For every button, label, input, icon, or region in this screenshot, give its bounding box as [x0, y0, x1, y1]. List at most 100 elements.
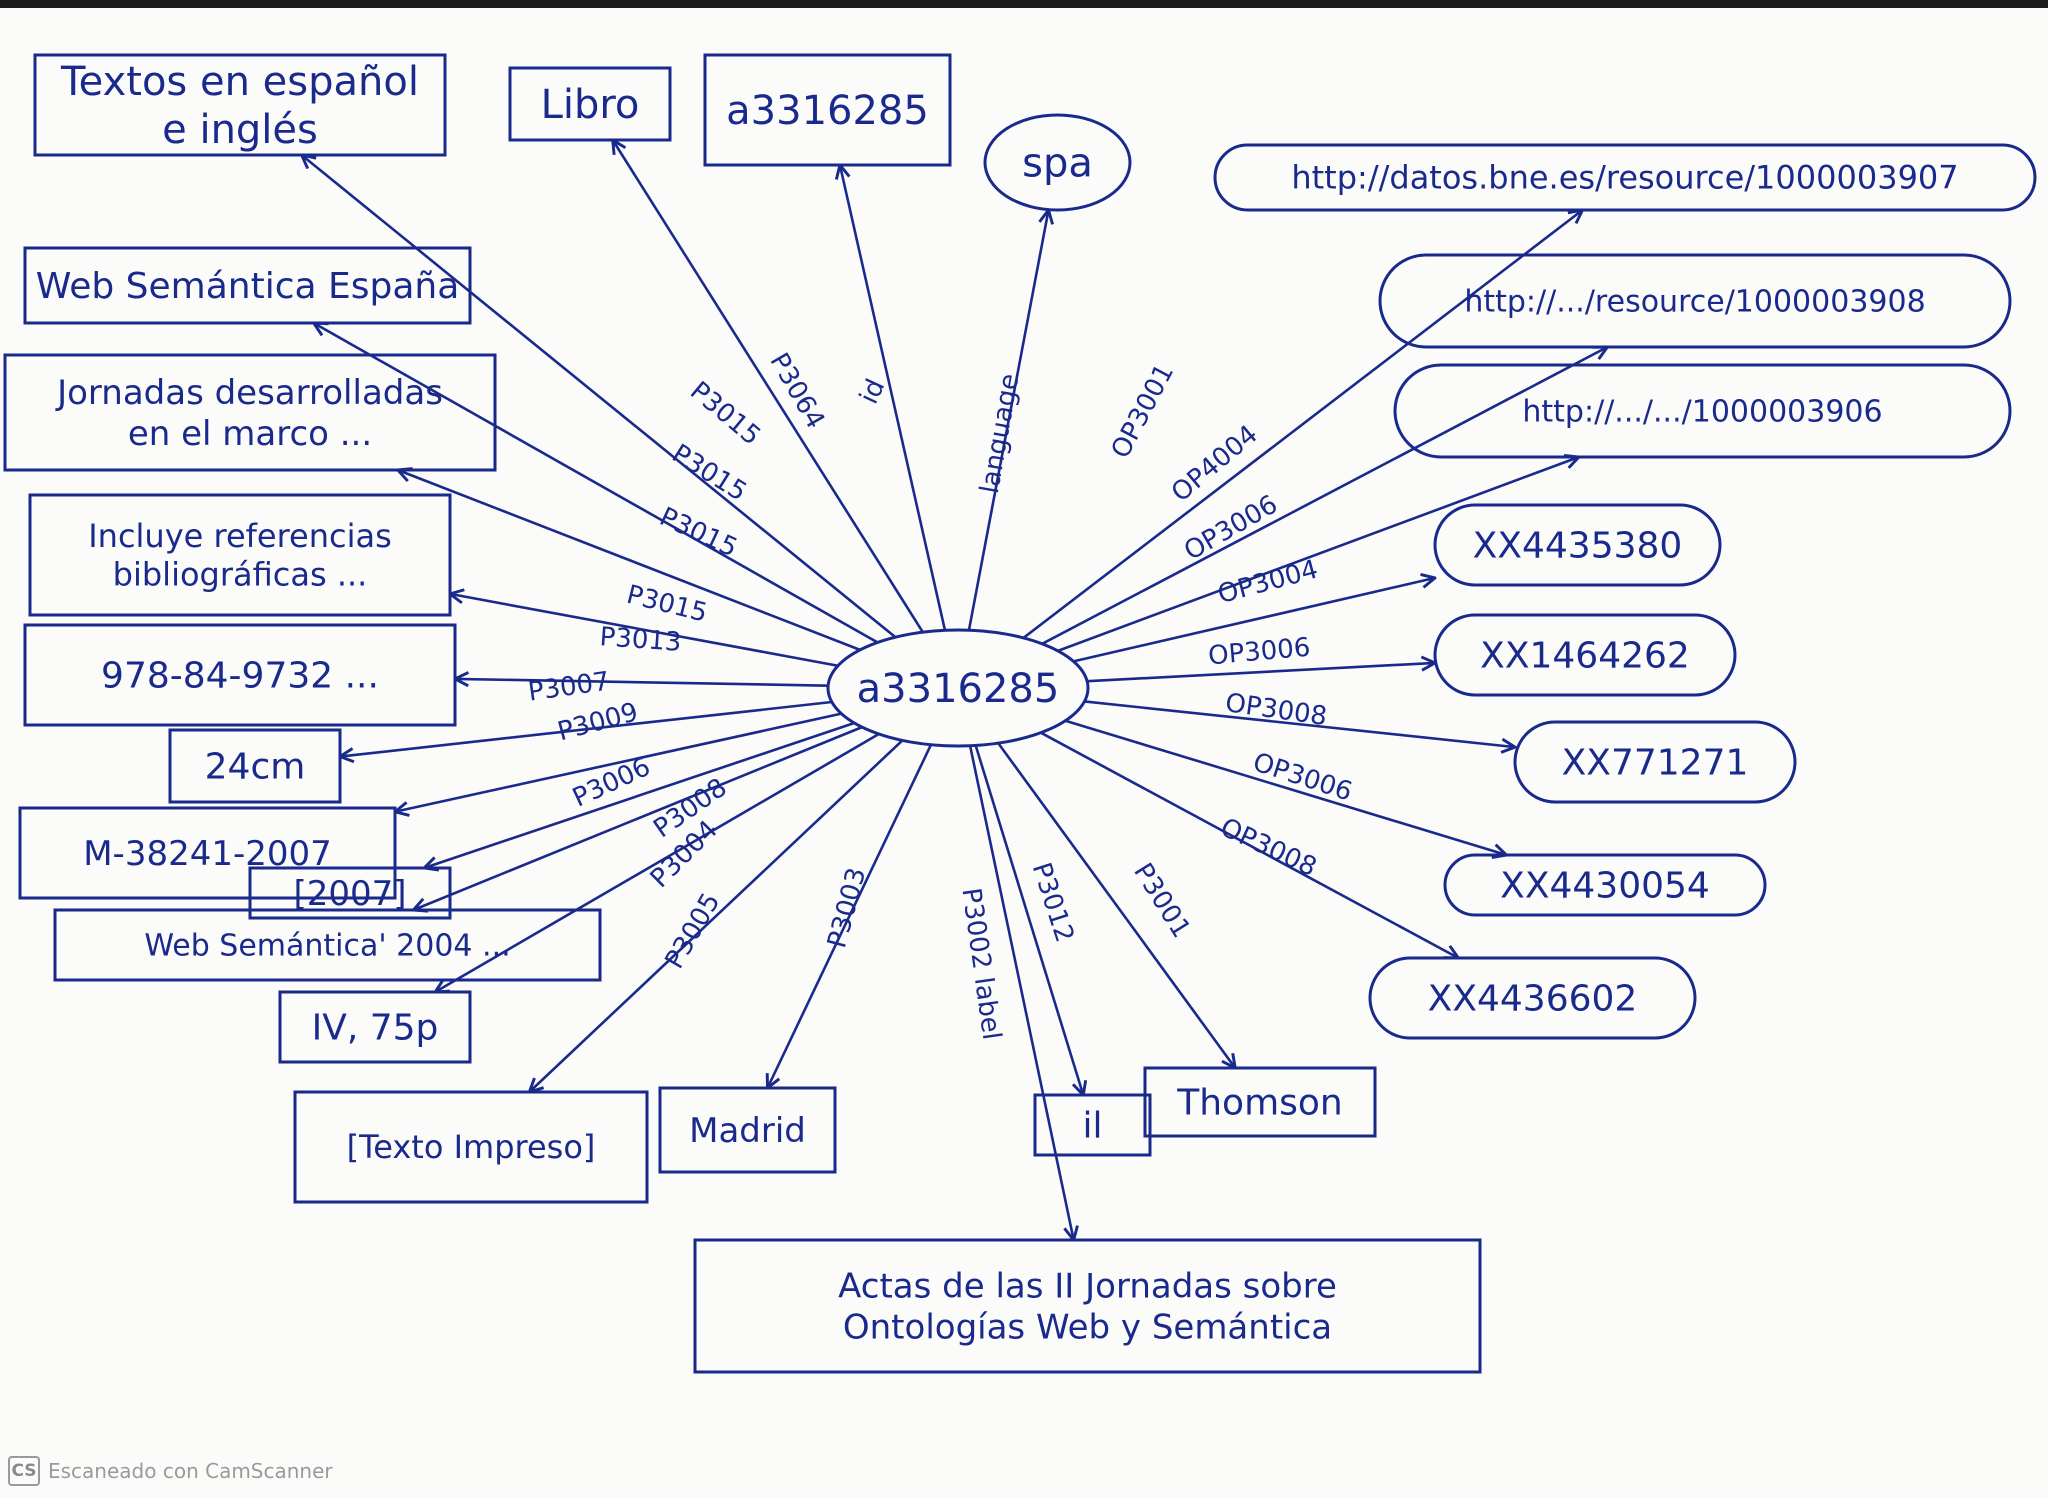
- node-libro: Libro: [508, 66, 672, 142]
- node-isbn: 978-84-9732 ...: [23, 623, 457, 727]
- node-spa: spa: [983, 113, 1132, 212]
- edge-label-a3316285-top: id: [854, 375, 891, 409]
- node-shape-xx771271: [1513, 720, 1797, 804]
- edge-label-uri-3906: OP3006: [1179, 490, 1283, 567]
- node-shape-web-2004: [53, 908, 602, 982]
- node-label-line: XX4430054: [1500, 866, 1710, 907]
- node-shape-texto-impreso: [293, 1090, 649, 1204]
- node-label-il: il: [1082, 1106, 1102, 1147]
- node-shape-uri-3906: [1393, 363, 2012, 459]
- node-shape-anio: [248, 866, 452, 920]
- edge-arrow-texto-impreso: [529, 739, 904, 1092]
- node-uri-3906: http://.../.../1000003906: [1393, 363, 2012, 459]
- node-label-dimension: 24cm: [205, 747, 306, 788]
- node-label-line: Jornadas desarrolladas: [55, 373, 443, 413]
- edge-label-xx1464262: OP3006: [1207, 633, 1312, 672]
- node-xx4430054: XX4430054: [1443, 853, 1767, 917]
- node-label-libro: Libro: [541, 82, 640, 128]
- node-label-line: Incluye referencias: [88, 517, 392, 555]
- node-shape-jornadas: [3, 353, 497, 472]
- node-xx1464262: XX1464262: [1433, 613, 1737, 697]
- edge-arrow-a3316285-top: [840, 165, 947, 631]
- node-label-line: XX771271: [1562, 743, 1749, 784]
- node-web-espana: Web Semántica España: [23, 246, 472, 325]
- edge-label-xx4436602: OP3008: [1216, 813, 1321, 883]
- node-uri-3907: http://datos.bne.es/resource/1000003907: [1213, 143, 2037, 212]
- node-label-web-espana: Web Semántica España: [36, 266, 460, 307]
- node-deposito: M-38241-2007: [18, 806, 397, 900]
- edge-arrow-il: [974, 745, 1084, 1095]
- center-node-shape: [826, 628, 1090, 748]
- edge-arrow-xx1464262: [1087, 663, 1435, 683]
- node-label-isbn: 978-84-9732 ...: [101, 656, 379, 697]
- node-label-line: bibliográficas ...: [113, 555, 368, 593]
- node-shape-thomson: [1143, 1066, 1377, 1138]
- node-web-2004: Web Semántica' 2004 ...: [53, 908, 602, 982]
- node-label-a3316285-top: a3316285: [726, 88, 929, 134]
- edge-arrow-thomson: [997, 742, 1235, 1068]
- node-dimension: 24cm: [168, 728, 342, 804]
- node-shape-textos: [33, 53, 447, 157]
- edge-arrow-anio: [424, 721, 855, 868]
- node-label-texto-impreso: [Texto Impreso]: [347, 1128, 596, 1166]
- node-il: il: [1033, 1093, 1152, 1157]
- edge-arrow-uri-3906: [1057, 457, 1579, 653]
- node-xx771271: XX771271: [1513, 720, 1797, 804]
- watermark-text: Escaneado con CamScanner: [48, 1459, 333, 1483]
- node-shape-a3316285-top: [703, 53, 952, 167]
- edge-arrow-libro: [613, 140, 924, 633]
- edge-label-actas: P3002 label: [955, 886, 1006, 1042]
- node-label-line: e inglés: [162, 107, 318, 153]
- node-shape-web-espana: [23, 246, 472, 325]
- node-label-xx1464262: XX1464262: [1480, 636, 1690, 677]
- edge-arrow-textos: [302, 155, 897, 639]
- edge-label-isbn: P3013: [599, 622, 683, 658]
- edge-label-deposito: P3009: [555, 697, 642, 747]
- node-shape-libro: [508, 66, 672, 142]
- edge-arrow-spa: [967, 210, 1049, 631]
- node-label-thomson: Thomson: [1176, 1083, 1343, 1124]
- node-shape-xx4430054: [1443, 853, 1767, 917]
- node-shape-xx4435380: [1433, 503, 1722, 587]
- node-label-line: 24cm: [205, 747, 306, 788]
- edge-arrow-jornadas: [398, 470, 861, 652]
- node-label-line: XX1464262: [1480, 636, 1690, 677]
- node-shape-isbn: [23, 623, 457, 727]
- node-shape-xx1464262: [1433, 613, 1737, 697]
- node-label-line: http://datos.bne.es/resource/1000003907: [1291, 159, 1958, 197]
- scan-edge: [0, 0, 2048, 8]
- node-label-web-2004: Web Semántica' 2004 ...: [144, 929, 510, 964]
- edge-label-spa: language: [975, 371, 1026, 495]
- node-label-line: Textos en español: [60, 59, 419, 105]
- edge-label-xx771271: OP3008: [1223, 688, 1328, 732]
- node-label-line: XX4436602: [1428, 979, 1638, 1020]
- edge-arrow-madrid: [768, 744, 933, 1088]
- node-madrid: Madrid: [658, 1086, 837, 1174]
- edge-arrow-deposito: [395, 712, 842, 812]
- node-label-xx4430054: XX4430054: [1500, 866, 1710, 907]
- edge-arrow-xx4436602: [1040, 731, 1459, 958]
- node-shape-incluye: [28, 493, 452, 617]
- edge-arrow-isbn: [455, 679, 829, 686]
- node-shape-dimension: [168, 728, 342, 804]
- node-label-line: 978-84-9732 ...: [101, 656, 379, 697]
- node-label-line: spa: [1022, 141, 1093, 187]
- edge-arrow-xx4430054: [1064, 719, 1506, 855]
- node-shape-actas: [693, 1238, 1482, 1374]
- node-label-uri-3908: http://.../resource/1000003908: [1464, 285, 1925, 320]
- node-label-line: XX4435380: [1473, 526, 1683, 567]
- node-label-uri-3907: http://datos.bne.es/resource/1000003907: [1291, 159, 1958, 197]
- node-label-xx771271: XX771271: [1562, 743, 1749, 784]
- node-shape-xx4436602: [1368, 956, 1697, 1040]
- node-a3316285-top: a3316285: [703, 53, 952, 167]
- node-shape-paginas: [278, 990, 472, 1064]
- edge-label-thomson: P3001: [1127, 858, 1196, 943]
- edge-arrow-paginas: [435, 732, 880, 992]
- edge-arrow-incluye: [450, 594, 839, 668]
